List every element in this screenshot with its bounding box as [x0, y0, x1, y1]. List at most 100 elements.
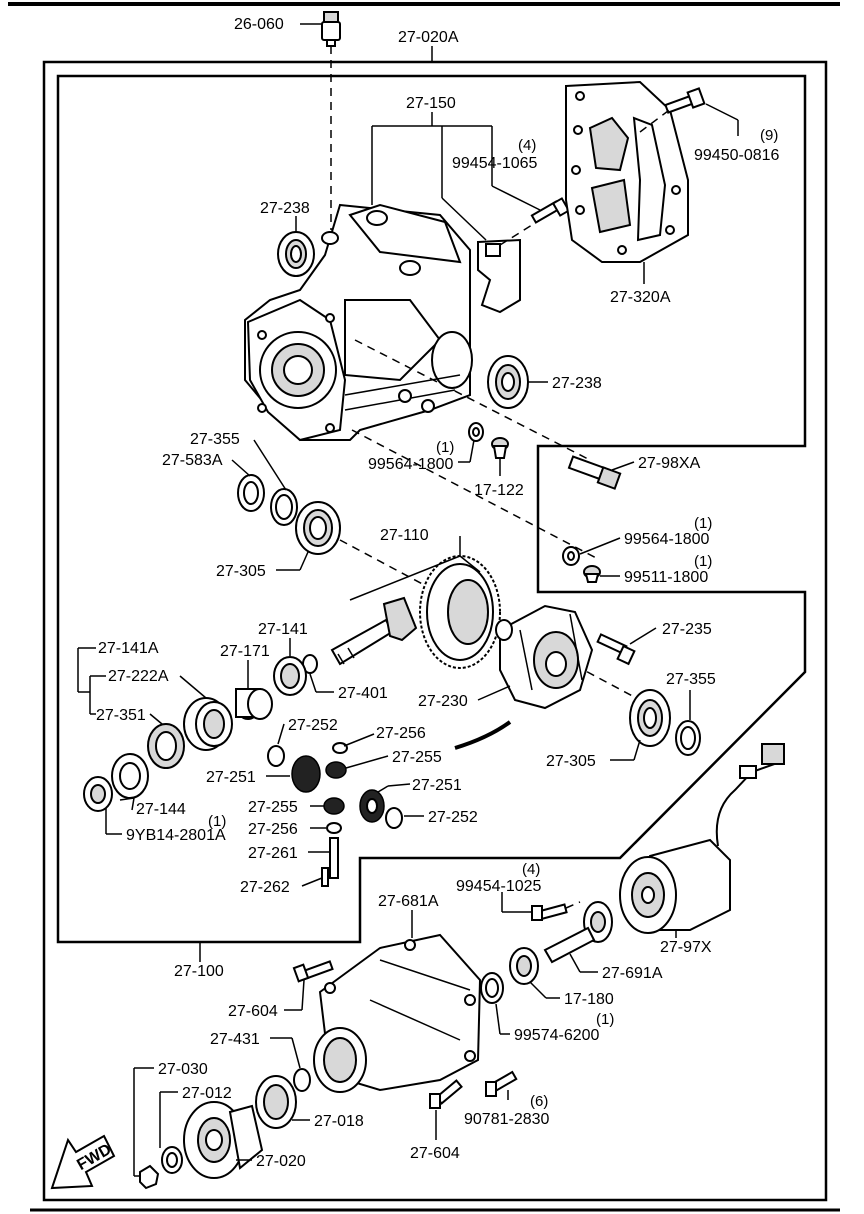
bolt-27-604-upper [292, 960, 334, 983]
qty-99511-1800: (1) [694, 553, 712, 570]
carrier-housing [244, 203, 473, 442]
label-27-255-upper: 27-255 [392, 749, 442, 766]
washer-27-012 [161, 1146, 183, 1174]
label-27-583A: 27-583A [162, 452, 223, 469]
coupling-motor-27-97X [619, 743, 785, 934]
label-27-150: 27-150 [406, 95, 456, 112]
label-27-110: 27-110 [380, 527, 429, 544]
qty-99454-1065: (4) [518, 137, 536, 154]
label-27-141: 27-141 [258, 621, 308, 638]
part-labels: 26-060 27-020A 27-150 (4) 99454-1065 (9)… [96, 16, 780, 1170]
label-27-018: 27-018 [314, 1113, 364, 1130]
label-99450-0816: 99450-0816 [694, 147, 780, 164]
washer-27-256-upper [332, 742, 348, 754]
label-27-251-upper: 27-251 [206, 769, 256, 786]
oil-seal-17-180 [509, 947, 539, 985]
nut-27-030 [139, 1164, 160, 1190]
rear-cover-27-320A [565, 80, 689, 263]
label-17-180: 17-180 [564, 991, 614, 1008]
label-27-320A: 27-320A [610, 289, 671, 306]
label-27-256-lower: 27-256 [248, 821, 298, 838]
label-27-604-lower: 27-604 [410, 1145, 460, 1162]
label-27-431: 27-431 [210, 1031, 260, 1048]
bolt-99454-1065 [530, 197, 571, 224]
bolt-guide-1025 [565, 901, 581, 909]
label-27-355-lower: 27-355 [666, 671, 716, 688]
side-gear-27-251-lower [359, 789, 385, 823]
label-27-235: 27-235 [662, 621, 712, 638]
washer-99574-6200 [480, 972, 504, 1004]
label-26-060: 26-060 [234, 16, 284, 33]
washer-27-431 [293, 1068, 311, 1092]
bearing-race-27-222A [183, 697, 233, 751]
bolt-27-235 [596, 633, 636, 666]
bolt-guide-0816 [639, 107, 673, 133]
label-27-351: 27-351 [96, 707, 146, 724]
outer-frame-27-020A [42, 60, 828, 1202]
companion-flange-27-020 [183, 1101, 264, 1179]
washer-99564-1800-upper [468, 422, 484, 442]
drive-pinion-27-110 [330, 596, 418, 666]
bolt-90781-2830 [485, 1070, 518, 1097]
label-99511-1800: 99511-1800 [624, 569, 708, 586]
shim-27-583A [237, 474, 265, 512]
label-27-141A: 27-141A [98, 640, 159, 657]
washer-27-256-lower [326, 822, 342, 834]
bolt-99450-0816 [664, 87, 706, 114]
label-27-100: 27-100 [174, 963, 224, 980]
label-9YB14-2801A: 9YB14-2801A [126, 827, 226, 844]
bolt-99454-1025 [531, 903, 568, 921]
companion-flange-27-691A [543, 901, 613, 964]
label-27-252-upper: 27-252 [288, 717, 338, 734]
breather-plug-26-060 [321, 11, 341, 47]
label-27-020: 27-020 [256, 1153, 306, 1170]
label-27-030: 27-030 [158, 1061, 208, 1078]
label-90781-2830: 90781-2830 [464, 1111, 550, 1128]
spacer-27-171 [235, 688, 273, 720]
shim-27-355-upper [270, 488, 298, 526]
qty-99564-1800-lower: (1) [694, 515, 712, 532]
bolt-guide-1065 [499, 219, 541, 246]
label-27-020A: 27-020A [398, 29, 459, 46]
bearing-27-305-upper [295, 501, 341, 555]
pin-27-262 [321, 867, 329, 887]
label-99564-1800-upper: 99564-1800 [368, 456, 454, 473]
label-27-230: 27-230 [418, 693, 468, 710]
drain-plug-17-122 [491, 437, 509, 459]
plug-99511-1800 [583, 565, 601, 583]
label-27-305-lower: 27-305 [546, 753, 596, 770]
label-27-255-lower: 27-255 [248, 799, 298, 816]
label-27-691A: 27-691A [602, 965, 663, 982]
label-99454-1025: 99454-1025 [456, 878, 542, 895]
thrust-washer-27-252-upper [267, 745, 285, 767]
bearing-27-351 [147, 723, 185, 769]
label-27-238-right: 27-238 [552, 375, 602, 392]
side-gear-27-251-upper [291, 755, 321, 793]
label-27-681A: 27-681A [378, 893, 439, 910]
label-27-222A: 27-222A [108, 668, 169, 685]
front-cover-27-681A [313, 933, 482, 1093]
differential-case-27-230 [495, 604, 594, 710]
label-27-238-left: 27-238 [260, 200, 310, 217]
label-27-401: 27-401 [338, 685, 388, 702]
bearing-27-305-lower [629, 689, 671, 747]
label-17-122: 17-122 [474, 482, 524, 499]
shim-27-355-lower [675, 720, 701, 756]
bearing-race-27-144 [111, 753, 149, 799]
bolt-27-604-lower [429, 1079, 463, 1109]
pinion-gear-27-255-upper [325, 761, 347, 779]
oil-seal-27-238-left [277, 231, 315, 277]
oil-seal-27-238-right [487, 355, 529, 409]
label-27-144: 27-144 [136, 801, 186, 818]
axis-line-lower [351, 429, 601, 561]
pinion-gear-27-255-lower [323, 797, 345, 815]
bearing-cap-27-150 [477, 238, 521, 314]
washer-99564-1800-lower [562, 546, 580, 566]
oil-seal-27-018 [255, 1075, 297, 1129]
ring-gear-27-110 [419, 555, 501, 669]
label-27-262: 27-262 [240, 879, 290, 896]
label-27-604-upper: 27-604 [228, 1003, 278, 1020]
qty-90781-2830: (6) [530, 1093, 548, 1110]
pinion-shaft-27-261 [329, 837, 339, 879]
